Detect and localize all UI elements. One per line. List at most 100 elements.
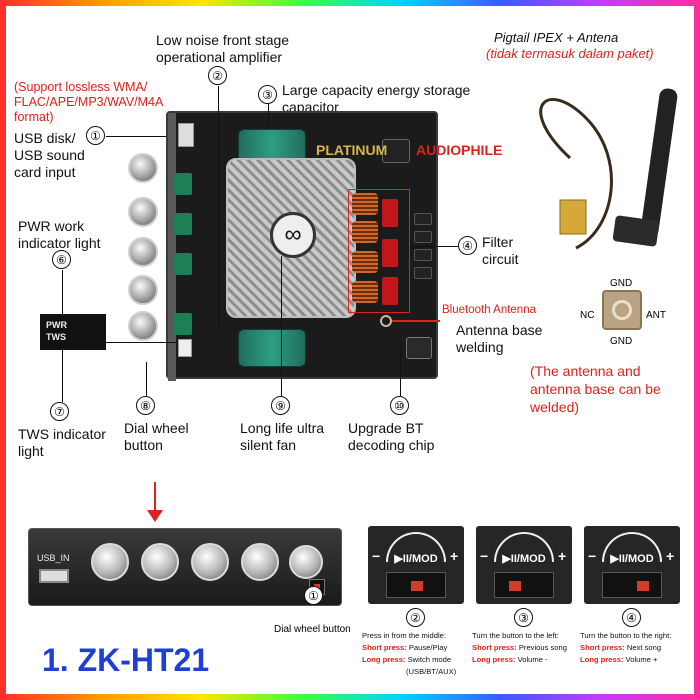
terminal-1 xyxy=(414,213,432,225)
filter-circuit-box xyxy=(348,189,410,313)
filter-cap-2 xyxy=(382,239,398,267)
panel-knob-5[interactable] xyxy=(289,545,323,579)
dial-wheel-caption: Dial wheel button xyxy=(274,624,351,635)
minus-icon: − xyxy=(588,548,597,564)
button-slot xyxy=(386,572,446,598)
filter-cap-1 xyxy=(382,199,398,227)
callout-number-1: ① xyxy=(86,126,105,145)
inductor-2 xyxy=(352,221,378,243)
pwr-inset-text: PWR xyxy=(46,320,67,330)
mod-label: ▶II/MOD xyxy=(394,553,438,565)
tws-indicator-label: TWS indicator light xyxy=(18,426,106,459)
panel-knob-4[interactable] xyxy=(241,543,279,581)
callout-line-6 xyxy=(62,270,63,314)
callout-line-10 xyxy=(400,348,401,396)
mode-extra: (USB/BT/AUX) xyxy=(406,667,457,676)
dial-wheel-label: Dial wheel button xyxy=(124,420,189,453)
front-panel: USB_IN xyxy=(28,528,342,606)
plus-icon: + xyxy=(450,548,459,564)
mode-panel-2: − + ▶II/MOD xyxy=(476,526,572,604)
mode-number-2: ③ xyxy=(514,608,533,627)
aux-jack xyxy=(406,337,432,359)
mode-panel-1: − + ▶II/MOD xyxy=(368,526,464,604)
mode-number-1: ② xyxy=(406,608,425,627)
knob-3 xyxy=(128,237,158,267)
button-indicator xyxy=(509,581,521,591)
usb-input-label: USB disk/ USB sound card input xyxy=(14,130,85,180)
callout-number-9: ⑨ xyxy=(271,396,290,415)
green-component-1 xyxy=(174,173,192,195)
watermark-audiophile: AUDIOPHILE xyxy=(416,142,503,158)
green-component-3 xyxy=(174,253,192,275)
mode-short-press: Short press: Previous song xyxy=(472,643,567,652)
callout-line-3 xyxy=(268,104,269,128)
arrow-down-icon xyxy=(147,510,163,522)
mode-panel-3: − + ▶II/MOD xyxy=(584,526,680,604)
opamp-label: Low noise front stage operational amplif… xyxy=(156,32,290,65)
filter-cap-3 xyxy=(382,277,398,305)
callout-number-7: ⑦ xyxy=(50,402,69,421)
panel-knob-1[interactable] xyxy=(91,543,129,581)
plus-icon: + xyxy=(558,548,567,564)
panel-knob-3[interactable] xyxy=(191,543,229,581)
gnd-bottom-label: GND xyxy=(610,336,633,347)
weld-note: (The antenna and antenna base can be wel… xyxy=(530,363,661,415)
mode-long-press: Long press: Switch mode xyxy=(362,655,452,664)
minus-icon: − xyxy=(372,548,381,564)
connector-ring xyxy=(612,300,632,320)
usb-format-support-label: (Support lossless WMA/ FLAC/APE/MP3/WAV/… xyxy=(14,80,163,124)
bt-antenna-label: Bluetooth Antenna xyxy=(442,304,536,316)
green-component-2 xyxy=(174,213,192,235)
nc-label: NC xyxy=(580,310,595,321)
capacitor-bottom xyxy=(238,329,306,367)
plus-icon: + xyxy=(666,548,675,564)
callout-line-7 xyxy=(62,350,63,402)
antenna-base-connector xyxy=(602,290,642,330)
panel-knob-2[interactable] xyxy=(141,543,179,581)
indicator-inset: PWR TWS xyxy=(40,314,106,350)
callout-number-6: ⑥ xyxy=(52,250,71,269)
mod-label: ▶II/MOD xyxy=(610,553,654,565)
dc-jack xyxy=(382,139,410,163)
callout-line-8 xyxy=(146,362,147,396)
fan-icon: ∞ xyxy=(270,212,316,258)
usb-in-port xyxy=(39,569,69,583)
mode-short-press: Short press: Next song xyxy=(580,643,662,652)
pigtail-note: (tidak termasuk dalam paket) xyxy=(486,46,654,61)
board-edge xyxy=(168,113,176,381)
button-slot xyxy=(494,572,554,598)
arrow-line xyxy=(154,482,156,518)
heatsink: ∞ xyxy=(226,158,356,318)
knob-2 xyxy=(128,197,158,227)
callout-line-indicator xyxy=(106,342,176,343)
callout-line-9 xyxy=(281,256,282,396)
pigtail-antenna-image xyxy=(539,88,678,250)
callout-line-1 xyxy=(106,136,166,137)
dial-wheel-switch xyxy=(178,339,192,357)
minus-icon: − xyxy=(480,548,489,564)
knob-1 xyxy=(128,153,158,183)
usb-port xyxy=(178,123,194,147)
terminal-3 xyxy=(414,249,432,261)
callout-number-4: ④ xyxy=(458,236,477,255)
green-component-4 xyxy=(174,313,192,335)
antenna-base-label: Antenna base welding xyxy=(456,322,543,355)
filter-circuit-label: Filter circuit xyxy=(482,234,519,267)
model-title: 1. ZK-HT21 xyxy=(42,642,210,678)
mode-long-press: Long press: Volume - xyxy=(472,655,548,664)
callout-number-2: ② xyxy=(208,66,227,85)
fan-label: Long life ultra silent fan xyxy=(240,420,325,453)
callout-number-3: ③ xyxy=(258,85,277,104)
mode-desc-1: Press in from the middle: Short press: P… xyxy=(362,630,472,678)
antenna-base-pad xyxy=(380,315,392,327)
watermark-platinum: PLATINUM xyxy=(316,142,388,158)
button-indicator xyxy=(637,581,649,591)
usb-in-label: USB_IN xyxy=(37,553,70,563)
callout-number-8: ⑧ xyxy=(136,396,155,415)
mode-desc-3: Turn the button to the right: Short pres… xyxy=(580,630,692,666)
mode-desc-line: Turn the button to the left: xyxy=(472,631,559,640)
mode-desc-line: Press in from the middle: xyxy=(362,631,446,640)
mode-long-press: Long press: Volume + xyxy=(580,655,658,664)
pwr-indicator-label: PWR work indicator light xyxy=(18,218,101,251)
knob-4 xyxy=(128,275,158,305)
